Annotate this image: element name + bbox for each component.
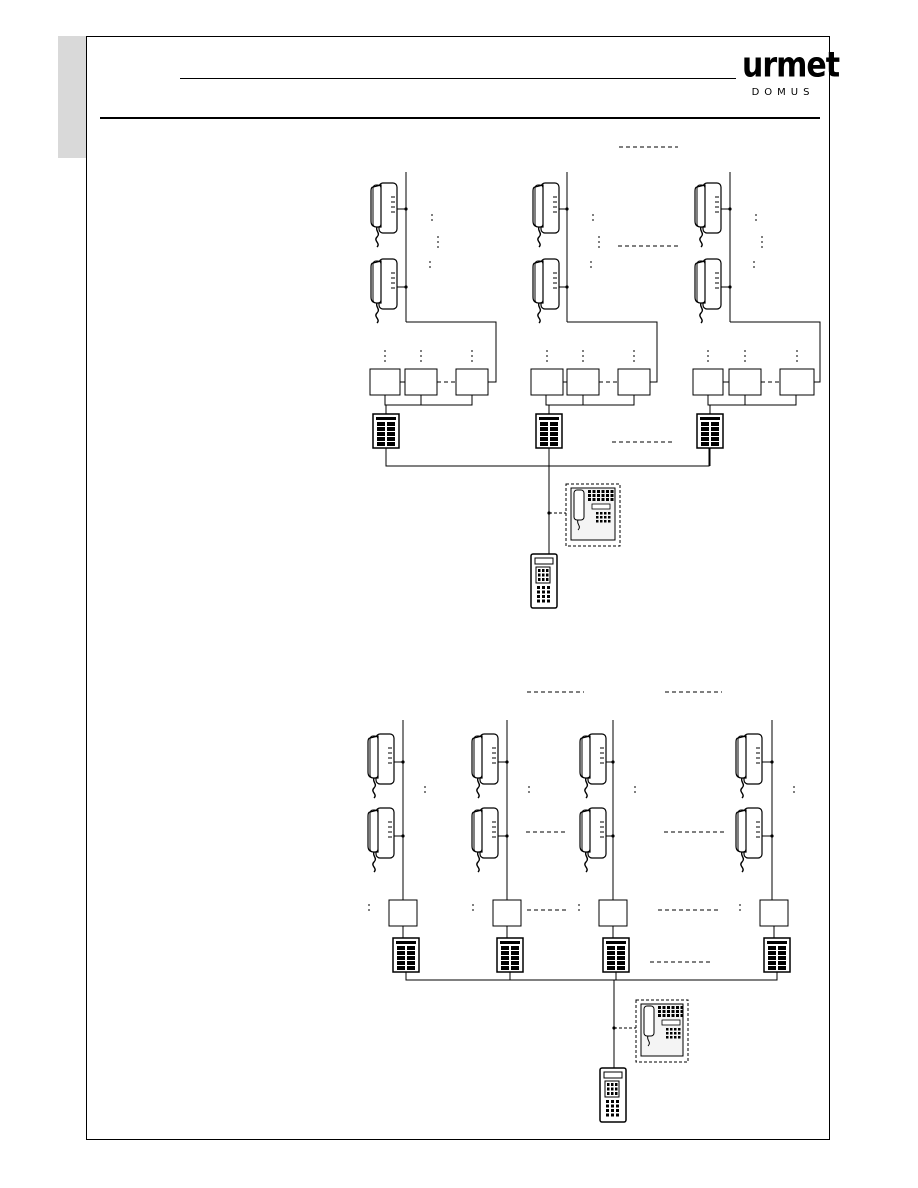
switchboard-icon	[566, 484, 620, 546]
module-box-icon	[531, 369, 563, 395]
module-box-icon	[729, 369, 761, 395]
riser-column	[531, 172, 657, 466]
riser-column	[370, 172, 496, 466]
interphone-handset-icon	[368, 734, 394, 798]
interphone-handset-icon	[368, 808, 394, 872]
interphone-handset-icon	[371, 259, 397, 323]
entrance-panel-icon	[373, 414, 399, 448]
riser-column	[472, 720, 529, 980]
module-box-icon	[567, 369, 599, 395]
interphone-handset-icon	[736, 808, 762, 872]
module-box-icon	[760, 900, 788, 926]
trunk-line	[406, 972, 777, 980]
module-box-icon	[456, 369, 488, 395]
interphone-handset-icon	[580, 808, 606, 872]
diagram-bottom	[368, 692, 794, 1122]
module-box-icon	[780, 369, 814, 395]
interphone-handset-icon	[533, 259, 559, 323]
main-entrance-panel-icon	[531, 554, 557, 608]
entrance-panel-icon	[497, 938, 523, 972]
main-entrance-panel-icon	[600, 1068, 626, 1122]
bus-line	[708, 395, 796, 405]
interphone-handset-icon	[533, 183, 559, 247]
interphone-handset-icon	[472, 808, 498, 872]
entrance-panel-icon	[764, 938, 790, 972]
interphone-handset-icon	[695, 183, 721, 247]
riser-column	[579, 720, 635, 980]
module-box-icon	[493, 900, 521, 926]
interphone-handset-icon	[371, 183, 397, 247]
module-box-icon	[599, 900, 627, 926]
switchboard-icon	[636, 1000, 688, 1062]
entrance-panel-icon	[536, 414, 562, 448]
module-box-icon	[618, 369, 650, 395]
bus-line	[546, 395, 634, 405]
module-box-icon	[389, 900, 417, 926]
entrance-panel-icon	[697, 414, 723, 448]
riser-column	[368, 720, 425, 980]
interphone-handset-icon	[736, 734, 762, 798]
interphone-handset-icon	[695, 259, 721, 323]
bus-line	[385, 395, 472, 405]
riser-column	[736, 720, 794, 980]
module-box-icon	[405, 369, 437, 395]
module-box-icon	[693, 369, 723, 395]
interphone-handset-icon	[472, 734, 498, 798]
riser-column	[693, 172, 820, 466]
interphone-handset-icon	[580, 734, 606, 798]
entrance-panel-icon	[393, 938, 419, 972]
diagram-top	[370, 147, 820, 608]
entrance-panel-icon	[603, 938, 629, 972]
module-box-icon	[370, 369, 400, 395]
trunk-line	[386, 448, 709, 466]
